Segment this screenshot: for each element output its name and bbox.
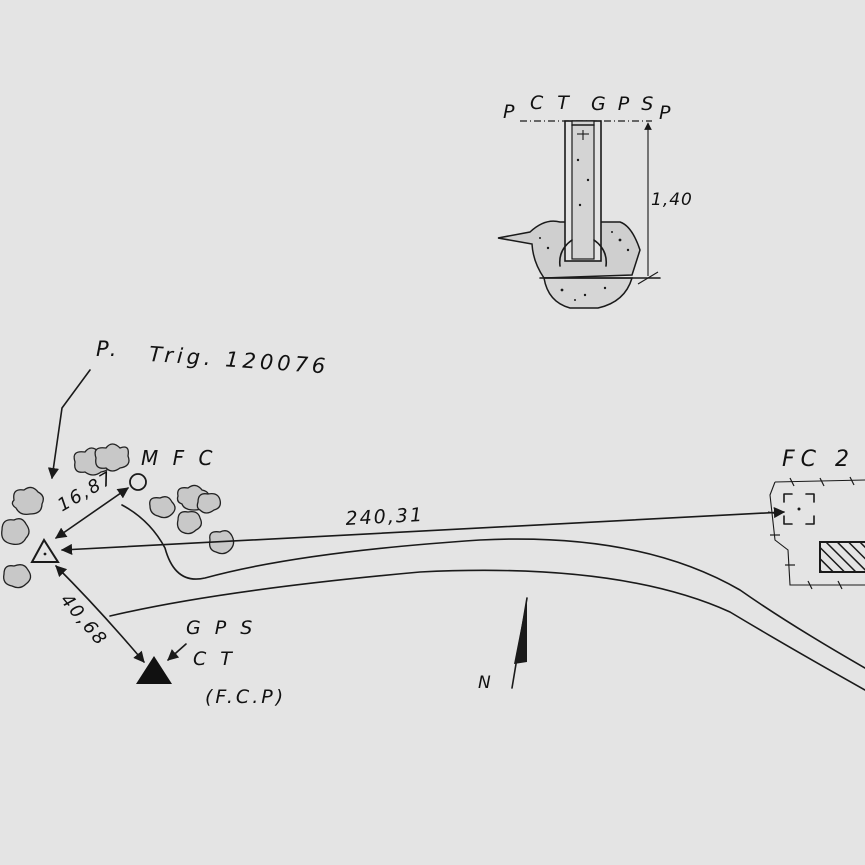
fc2-distance-arrow: [60, 506, 786, 556]
mfc-marker: [129, 473, 147, 491]
north-label: N: [478, 673, 491, 693]
section-depth-label: 1,40: [651, 190, 693, 210]
trig-p-marker: P.: [96, 337, 121, 361]
road-edge-lower: [109, 569, 865, 691]
section-p-left: P: [503, 101, 519, 123]
mfc-label: M F C: [141, 446, 217, 470]
distance-fc2-label: 240,31: [345, 503, 425, 530]
fcp-label: (F.C.P): [205, 686, 287, 708]
base-layer: [543, 277, 634, 309]
fc2-marker: [783, 493, 815, 525]
plan-view: [1, 369, 865, 691]
ct-distance-arrow: [55, 565, 145, 663]
section-p-right: P: [659, 102, 675, 124]
building-hatched: [819, 541, 865, 573]
road-edge-upper: [121, 504, 865, 669]
section-gps-label: G P S: [591, 93, 657, 115]
ct-label: C T: [193, 648, 236, 670]
north-arrow: [511, 597, 528, 689]
gps-pointer-arrow: [167, 643, 187, 661]
fc2-compound: [767, 476, 865, 590]
ct-point-triangle: [136, 656, 172, 684]
fc2-label: FC 2: [782, 447, 856, 472]
trig-point-triangle: [30, 538, 60, 563]
trig-pointer-arrow: [47, 369, 91, 480]
monument-core: [571, 120, 595, 260]
section-ct-label: C T: [530, 92, 573, 114]
gps-label: G P S: [186, 617, 257, 639]
monument-section-detail: [497, 120, 661, 309]
